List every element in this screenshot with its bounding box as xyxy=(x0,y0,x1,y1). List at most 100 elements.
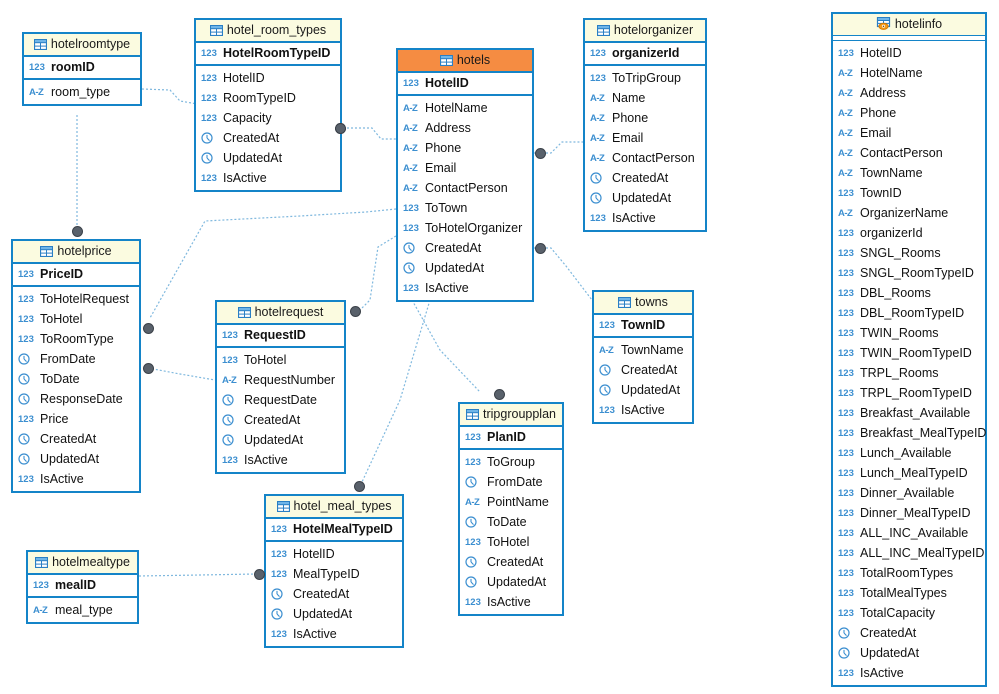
column-row[interactable]: CreatedAt xyxy=(217,410,344,430)
entity-header-hotel_room_types[interactable]: hotel_room_types xyxy=(196,20,340,43)
column-row[interactable]: UpdatedAt xyxy=(585,188,705,208)
relationship-endpoint-dot[interactable] xyxy=(535,243,546,254)
column-row[interactable]: UpdatedAt xyxy=(594,380,692,400)
relationship-endpoint-dot[interactable] xyxy=(72,226,83,237)
column-row[interactable]: FromDate xyxy=(13,349,139,369)
entity-header-hotels[interactable]: hotels xyxy=(398,50,532,73)
column-row[interactable]: CreatedAt xyxy=(13,429,139,449)
column-row[interactable]: CreatedAt xyxy=(833,623,985,643)
entity-header-hotel_meal_types[interactable]: hotel_meal_types xyxy=(266,496,402,519)
column-row[interactable]: RequestDate xyxy=(217,390,344,410)
column-row[interactable]: ToDate xyxy=(13,369,139,389)
entity-header-hotelroomtype[interactable]: hotelroomtype xyxy=(24,34,140,57)
entity-header-hotelprice[interactable]: hotelprice xyxy=(13,241,139,264)
entity-header-hotelrequest[interactable]: hotelrequest xyxy=(217,302,344,325)
column-row[interactable]: CreatedAt xyxy=(266,584,402,604)
column-row[interactable]: UpdatedAt xyxy=(13,449,139,469)
column-row[interactable]: CreatedAt xyxy=(398,238,532,258)
column-row[interactable]: UpdatedAt xyxy=(833,643,985,663)
column-row[interactable]: CreatedAt xyxy=(585,168,705,188)
entity-header-hotelinfo[interactable]: hotelinfo xyxy=(833,14,985,36)
column-row[interactable]: CreatedAt xyxy=(460,552,562,572)
column-row[interactable]: CreatedAt xyxy=(594,360,692,380)
entity-header-hotelmealtype[interactable]: hotelmealtype xyxy=(28,552,137,575)
column-row[interactable]: UpdatedAt xyxy=(398,258,532,278)
relationship-endpoint-dot[interactable] xyxy=(494,389,505,400)
column-row[interactable]: UpdatedAt xyxy=(217,430,344,450)
relationship-endpoint-dot[interactable] xyxy=(535,148,546,159)
column-row[interactable]: UpdatedAt xyxy=(460,572,562,592)
entity-header-tripgroupplan[interactable]: tripgroupplan xyxy=(460,404,562,427)
entity-header-towns[interactable]: towns xyxy=(594,292,692,315)
relationship-endpoint-dot[interactable] xyxy=(143,323,154,334)
entity-header-hotelorganizer[interactable]: hotelorganizer xyxy=(585,20,705,43)
relationship-endpoint-dot[interactable] xyxy=(354,481,365,492)
